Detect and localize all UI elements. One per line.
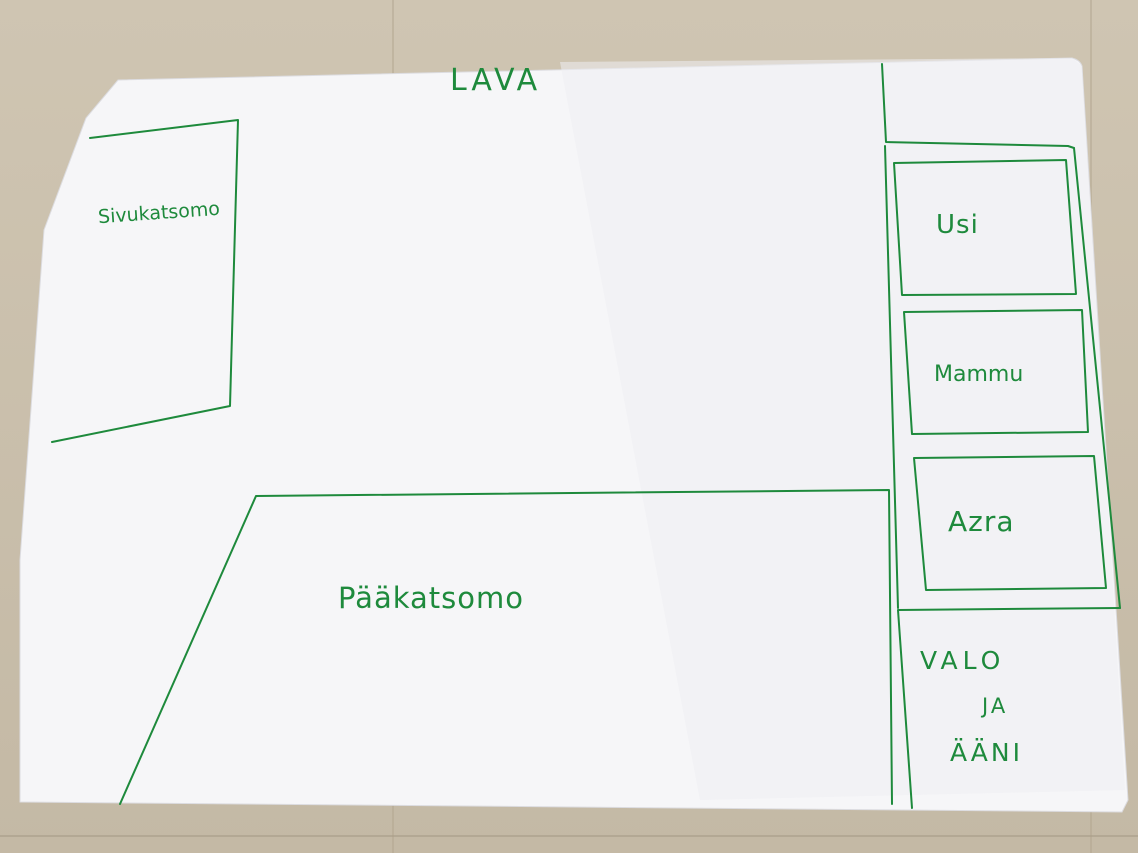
and-label: JA — [982, 694, 1009, 718]
light-sound-outline — [897, 607, 1121, 809]
light-label: VALO — [920, 646, 1006, 675]
sound-label: ÄÄNI — [950, 738, 1023, 767]
main-seating-outline — [119, 489, 893, 805]
floor-board-seam — [0, 835, 1138, 837]
top-right-box-outline — [881, 63, 1075, 149]
paper-fold-shading — [560, 58, 1125, 800]
rooms-column-outline — [884, 145, 1121, 609]
side-seating-outline — [51, 119, 239, 443]
stage-label: LAVA — [450, 63, 542, 98]
room-azra-label: Azra — [948, 505, 1015, 538]
room-mammu-outline — [903, 309, 1089, 435]
main-seating-label: Pääkatsomo — [338, 581, 524, 615]
room-usi-label: Usi — [936, 210, 979, 240]
room-usi-outline — [893, 159, 1077, 296]
room-azra-outline — [913, 455, 1107, 591]
room-mammu-label: Mammu — [934, 362, 1024, 387]
